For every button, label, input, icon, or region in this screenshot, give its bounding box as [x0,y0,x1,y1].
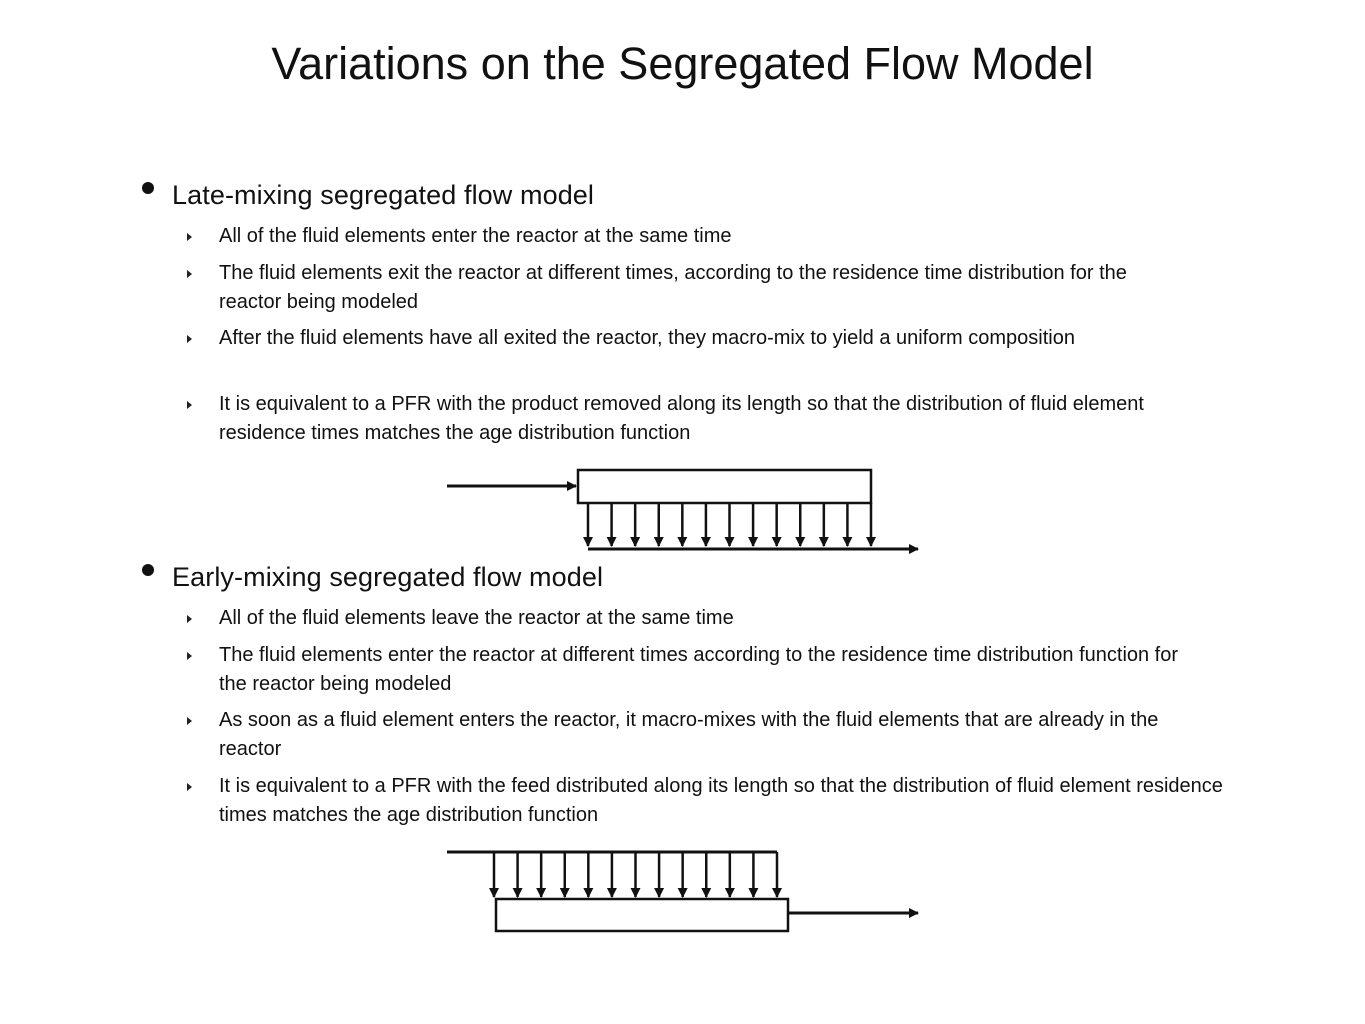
list-item: After the fluid elements have all exited… [219,327,1075,349]
slide-title: Variations on the Segregated Flow Model [271,38,1094,89]
product-side-streams [583,503,876,547]
section-heading-early-mixing: Early-mixing segregated flow model [172,562,604,592]
list-item: The fluid elements enter the reactor at … [219,644,1179,695]
bullet-triangle-icon [187,401,192,409]
list-item: The fluid elements exit the reactor at d… [219,262,1127,313]
bullet-triangle-icon [187,615,192,623]
bullet-triangle-icon [187,652,192,660]
feed-side-streams [489,852,782,898]
bullet-triangle-icon [187,270,192,278]
reactor-box [494,897,790,933]
bullet-dot [142,182,154,194]
bullet-dot [142,564,154,576]
section-heading-late-mixing: Late-mixing segregated flow model [172,180,595,210]
bullet-triangle-icon [187,335,192,343]
list-item: It is equivalent to a PFR with the produ… [219,393,1144,444]
list-item: As soon as a fluid element enters the re… [219,709,1159,760]
reactor-box [576,468,873,505]
bullet-triangle-icon [187,783,192,791]
list-item: All of the fluid elements enter the reac… [219,225,732,247]
bullet-triangle-icon [187,233,192,241]
list-item: It is equivalent to a PFR with the feed … [219,775,1223,826]
bullet-triangle-icon [187,717,192,725]
list-item: All of the fluid elements leave the reac… [219,607,734,629]
